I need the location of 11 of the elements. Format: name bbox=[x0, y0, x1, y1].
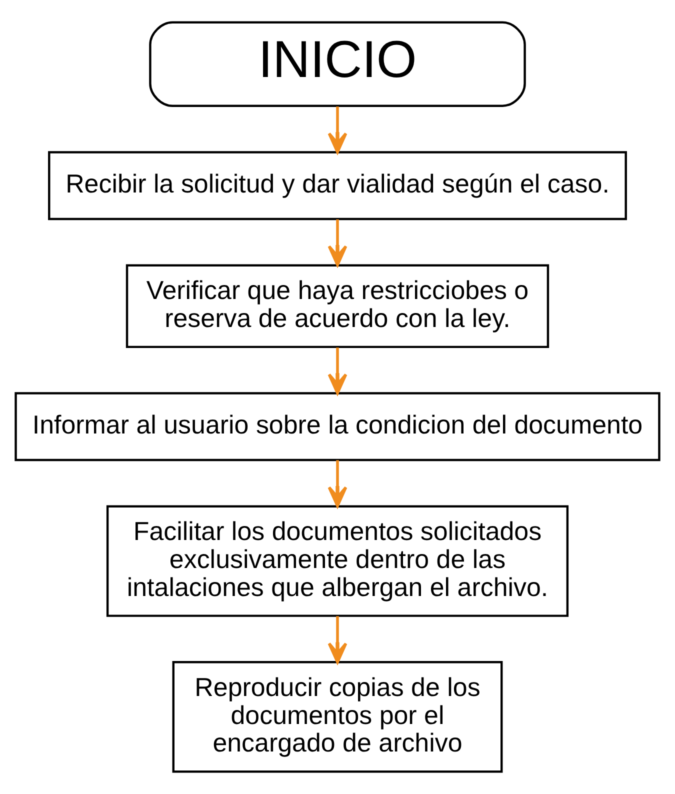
node-box: Reproducir copias de los documentos por el encargado de archivo bbox=[172, 661, 503, 773]
node-box: Informar al usuario sobre la condicion del documento bbox=[14, 392, 660, 462]
node-box: Facilitar los documentos solicitados exclusivamente dentro de las intalaciones que albergan el archivo. bbox=[106, 505, 569, 617]
arrow bbox=[328, 106, 348, 154]
arrow bbox=[328, 348, 348, 394]
node-box: Verificar que haya restricciobes o reserva de acuerdo con la ley. bbox=[126, 264, 550, 348]
node-box: INICIO bbox=[149, 21, 526, 107]
arrow bbox=[328, 460, 348, 508]
arrow bbox=[328, 219, 348, 266]
arrow bbox=[328, 616, 348, 664]
node-box: Recibir la solicitud y dar vialidad según el caso. bbox=[48, 151, 627, 220]
